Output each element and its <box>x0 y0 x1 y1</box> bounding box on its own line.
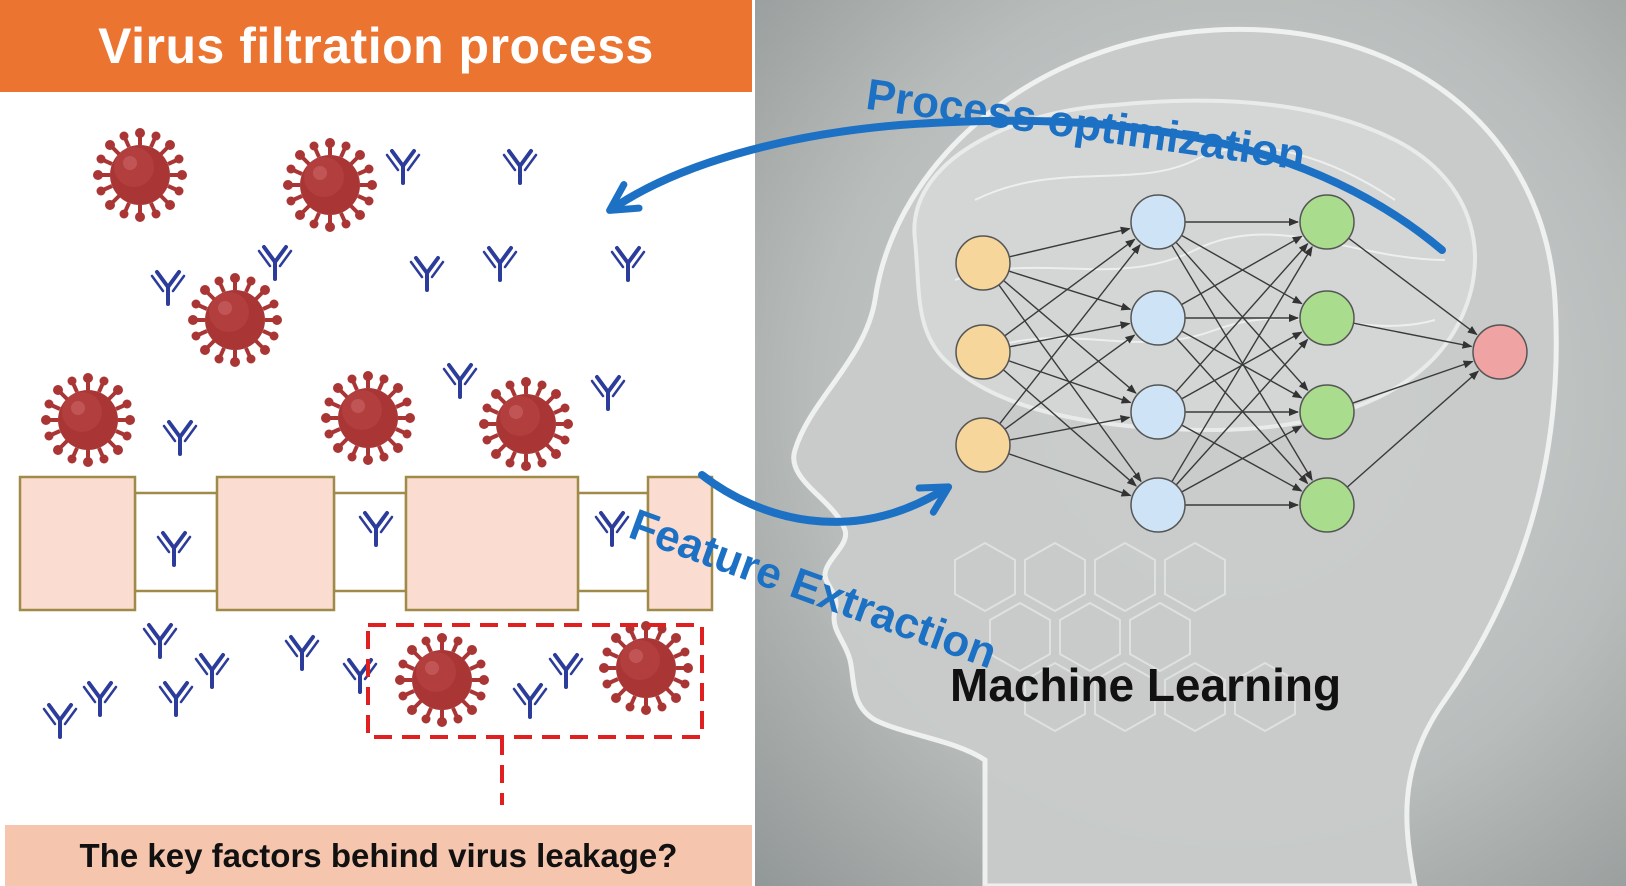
network-edge <box>1171 246 1313 483</box>
leakage-highlight <box>366 623 704 805</box>
network-edge <box>1175 242 1309 393</box>
network-edge <box>1181 234 1303 305</box>
network-edge <box>1009 415 1131 441</box>
network-edge <box>1353 322 1473 349</box>
network-edge <box>1175 337 1309 485</box>
output-node <box>1472 324 1528 380</box>
input-node <box>955 324 1011 380</box>
network-edge <box>1004 238 1136 337</box>
network-edge <box>998 284 1142 483</box>
input-node <box>955 235 1011 291</box>
question-box: The key factors behind virus leakage? <box>5 825 752 886</box>
hidden-node-2 <box>1299 290 1355 346</box>
network-edge <box>1009 226 1131 258</box>
network-edge <box>1346 370 1480 488</box>
network-edge <box>1171 244 1313 481</box>
network-edge <box>1181 425 1303 493</box>
input-node <box>955 417 1011 473</box>
process-optimization-arrow <box>606 116 1446 254</box>
machine-learning-label: Machine Learning <box>950 659 1342 711</box>
network-edge <box>1175 241 1309 392</box>
network-edge <box>1002 369 1137 487</box>
network-edge <box>1008 453 1132 497</box>
network-edge <box>1348 237 1478 336</box>
network-edge <box>1181 235 1303 306</box>
title-banner: Virus filtration process <box>0 0 752 92</box>
filter-membrane <box>18 475 714 612</box>
network-edge <box>1003 279 1137 394</box>
hidden-node-1 <box>1130 477 1186 533</box>
network-nodes <box>955 194 1528 533</box>
filtration-illustration <box>18 126 714 805</box>
hidden-node-2 <box>1299 384 1355 440</box>
network-edge <box>1352 360 1474 404</box>
hidden-node-2 <box>1299 477 1355 533</box>
network-connections <box>998 218 1480 509</box>
network-edge <box>1008 270 1132 311</box>
question-text: The key factors behind virus leakage? <box>79 836 678 874</box>
hidden-node-1 <box>1130 194 1186 250</box>
network-edge <box>1181 424 1303 492</box>
network-edge <box>1004 334 1136 430</box>
hidden-node-2 <box>1299 194 1355 250</box>
hidden-node-1 <box>1130 384 1186 440</box>
hidden-node-1 <box>1130 290 1186 346</box>
diagram-title: Virus filtration process <box>98 18 654 74</box>
feature-extraction-arrow <box>698 471 953 526</box>
network-edge <box>999 244 1141 425</box>
network-edge <box>1175 338 1309 486</box>
